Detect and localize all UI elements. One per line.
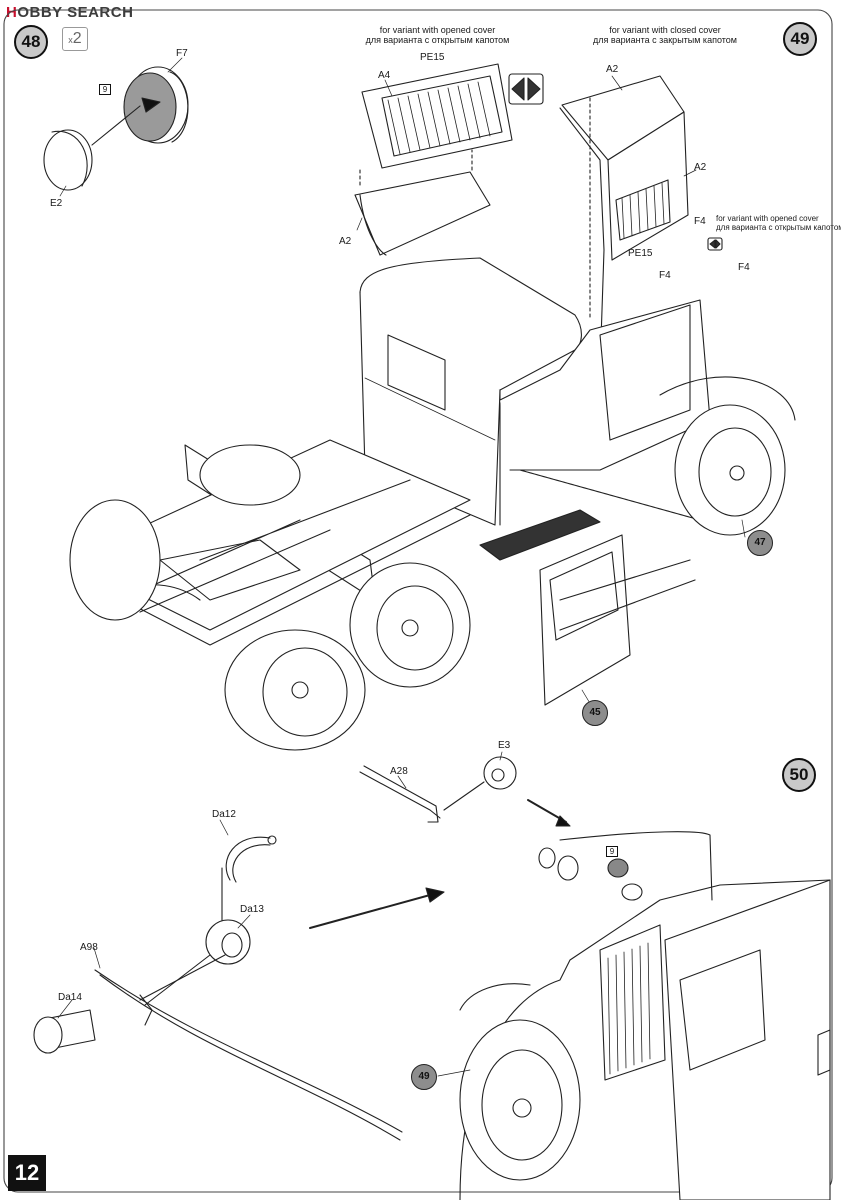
part-label: A98 [80,942,98,953]
bracket-part [359,765,441,823]
paint-code-box: 9 [606,846,618,857]
part-label: Da13 [240,904,264,915]
paint-code-box: 9 [99,84,111,95]
variant-icon-small [707,237,723,251]
part-label: A2 [606,64,619,75]
cab-door [539,534,696,706]
part-label: E3 [498,740,511,751]
part-label: E2 [50,198,63,209]
side-light-assembly [33,835,403,1141]
step-49-badge: 49 [783,22,817,56]
lamp-e3 [443,756,517,811]
part-label: Da12 [212,809,236,820]
part-label: F4 [738,262,750,273]
part-label: A2 [694,162,707,173]
page-number: 12 [8,1155,46,1191]
hood-panel-closed [559,75,689,371]
part-label: F4 [659,270,671,281]
part-label: Da14 [58,992,82,1003]
step-50-badge: 50 [782,758,816,792]
truck-front-closeup [459,831,831,1200]
ref-step-49: 49 [411,1064,437,1090]
part-label: PE15 [628,248,653,259]
watermark-logo: HOBBY SEARCH [6,4,134,21]
truck-cab [359,257,711,526]
ref-step-45: 45 [582,700,608,726]
ref-step-47: 47 [747,530,773,556]
step-48-badge: 48 [14,25,48,59]
headlight-assembly [43,66,189,191]
part-label: A4 [378,70,391,81]
part-label: PE15 [420,52,445,63]
quantity-multiplier: x2 [62,27,88,51]
part-label: F4 [694,216,706,227]
hood-panel-open [354,63,513,256]
part-label: A2 [339,236,352,247]
running-board [479,509,601,561]
part-label: A28 [390,766,408,777]
front-wheel-right [659,376,796,536]
rear-wheels [69,444,471,751]
variant-icon [508,73,544,105]
part-label: F7 [176,48,188,59]
